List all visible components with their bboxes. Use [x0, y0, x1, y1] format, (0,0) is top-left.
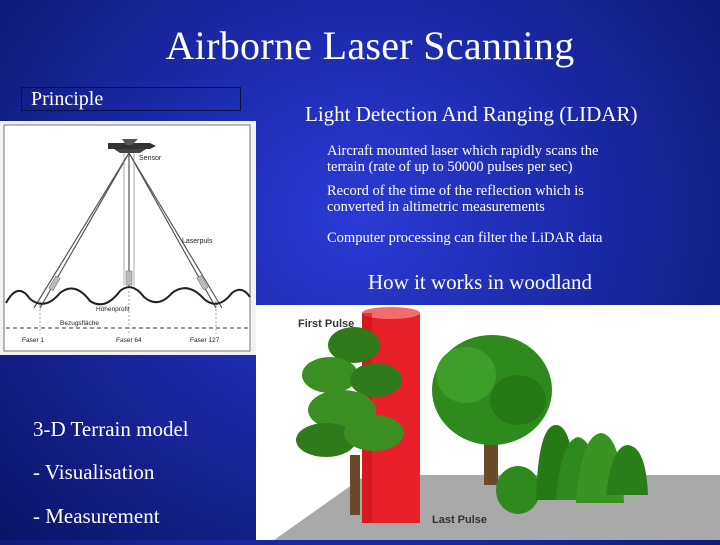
diagram-label-faser1: Faser 1 — [22, 337, 44, 344]
slide-title: Airborne Laser Scanning — [165, 23, 575, 68]
bullet-2: Record of the time of the reflection whi… — [327, 183, 657, 215]
diagram-label-laserpuls: Laserpuls — [182, 238, 213, 245]
bullet-2-line2: converted in altimetric measurements — [327, 199, 545, 215]
diagram-label-faser64: Faser 64 — [116, 337, 142, 344]
pine-tree-icon — [296, 327, 404, 515]
list-item-terrain-model: 3-D Terrain model — [33, 417, 189, 441]
lidar-heading: Light Detection And Ranging (LIDAR) — [305, 102, 638, 126]
broadleaf-tree-icon — [432, 335, 552, 485]
woodland-heading: How it works in woodland — [368, 270, 592, 294]
diagram-label-sensor: Sensor — [139, 155, 162, 162]
bullet-2-line1: Record of the time of the reflection whi… — [327, 183, 584, 199]
aircraft-icon — [108, 139, 156, 153]
diagram-label-bezugsflaeche: Bezugsfläche — [60, 320, 99, 327]
bullet-1: Aircraft mounted laser which rapidly sca… — [327, 143, 657, 175]
bullet-1-line2: terrain (rate of up to 50000 pulses per … — [327, 159, 573, 175]
bullet-3-line1: Computer processing can filter the LiDAR… — [327, 230, 603, 246]
list-item-measurement: - Measurement — [33, 504, 160, 528]
first-pulse-label: First Pulse — [298, 318, 354, 330]
diagram-label-faser127: Faser 127 — [190, 337, 220, 344]
principle-label: Principle — [21, 87, 241, 111]
bullet-1-line1: Aircraft mounted laser which rapidly sca… — [327, 143, 599, 159]
conifer-group-icon — [496, 425, 648, 514]
list-item-visualisation: - Visualisation — [33, 460, 155, 484]
woodland-illustration: First Pulse Last Pulse — [256, 305, 720, 540]
diagram-label-hoehenprofil: Höhenprofil — [96, 306, 130, 313]
last-pulse-label: Last Pulse — [432, 514, 487, 526]
lidar-principle-diagram: Sensor Laserpuls Höhenprofil Bezugsfläch… — [0, 121, 256, 355]
bullet-3: Computer processing can filter the LiDAR… — [327, 230, 657, 246]
